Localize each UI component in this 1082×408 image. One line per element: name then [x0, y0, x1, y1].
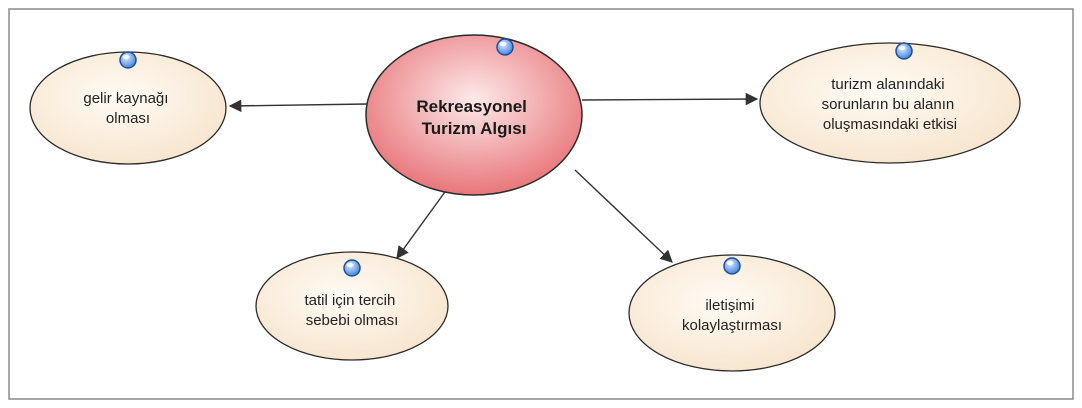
node-problems[interactable]: turizm alanındaki sorunların bu alanın o…	[759, 42, 1021, 164]
edge-center-to-income	[228, 99, 368, 113]
diagram-frame	[8, 8, 1074, 400]
center-label-line-1: Rekreasyonel	[416, 97, 527, 116]
node-income-line-2: olması	[106, 110, 150, 127]
center-node[interactable]: Rekreasyonel Turizm Algısı	[365, 34, 583, 196]
center-ellipse[interactable]	[365, 34, 583, 196]
node-income-ellipse[interactable]	[29, 51, 227, 165]
node-holiday-ellipse[interactable]	[255, 251, 449, 361]
node-problems-line-1: turizm alanındaki	[831, 76, 944, 93]
node-holiday[interactable]: tatil için tercih sebebi olması	[255, 251, 449, 361]
node-problems-line-2: sorunların bu alanın	[822, 96, 955, 113]
node-income-dot-icon	[119, 51, 137, 69]
node-holiday-dot-icon	[343, 259, 361, 277]
node-problems-ellipse[interactable]	[759, 42, 1021, 164]
node-holiday-line-2: sebebi olması	[306, 312, 399, 329]
node-communication-line-2: kolaylaştırması	[682, 317, 782, 334]
edges-layer	[228, 92, 759, 263]
edge-center-to-problems	[581, 92, 759, 106]
center-label-line-2: Turizm Algısı	[422, 119, 527, 138]
node-communication-ellipse[interactable]	[628, 254, 836, 372]
node-income-line-1: gelir kaynağı	[83, 90, 168, 107]
node-communication[interactable]: iletişimi kolaylaştırması	[628, 254, 836, 372]
node-problems-line-3: oluşmasındaki etkisi	[823, 116, 957, 133]
center-dot-icon	[496, 38, 514, 56]
node-holiday-label: tatil için tercih sebebi olması	[304, 292, 399, 329]
center-label: Rekreasyonel Turizm Algısı	[416, 97, 531, 138]
node-holiday-line-1: tatil için tercih	[304, 292, 395, 309]
node-problems-label: turizm alanındaki sorunların bu alanın o…	[822, 76, 959, 133]
node-income[interactable]: gelir kaynağı olması	[29, 51, 227, 165]
node-communication-label: iletişimi kolaylaştırması	[682, 297, 782, 334]
edge-center-to-communication	[574, 169, 673, 263]
node-income-label: gelir kaynağı olması	[83, 90, 172, 127]
node-communication-dot-icon	[723, 257, 741, 275]
node-problems-dot-icon	[895, 42, 913, 60]
node-communication-line-1: iletişimi	[705, 297, 754, 314]
